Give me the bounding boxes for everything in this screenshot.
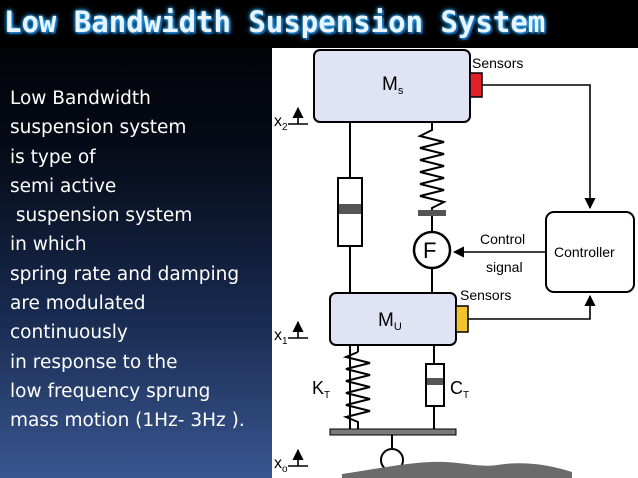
mid-sensor (455, 305, 469, 333)
actuator-label: F (423, 238, 436, 263)
control-label-1: Control (480, 231, 525, 247)
body-line: are modulated (10, 293, 146, 315)
base-plate (329, 428, 457, 436)
top-sensor (469, 72, 483, 98)
sensors-mid-label: Sensors (460, 287, 511, 303)
body-line: low frequency sprung (10, 380, 211, 402)
body-line: is type of (10, 146, 96, 168)
tire-spring (342, 351, 371, 432)
ct-label: CT (450, 378, 469, 401)
x0-label: xo (274, 455, 288, 475)
controller-label: Controller (554, 244, 615, 260)
unsprung-mass-label: MU (378, 310, 402, 333)
sensors-top-label: Sensors (472, 55, 523, 71)
x2-label: x2 (274, 113, 288, 133)
upper-spring (417, 122, 447, 212)
road-profile (342, 461, 572, 478)
body-line: spring rate and damping (10, 263, 240, 285)
body-line: continuously (10, 322, 128, 344)
x1-label: x1 (274, 327, 288, 347)
kt-label: KT (312, 378, 330, 401)
body-line: mass motion (1Hz- 3Hz ). (10, 410, 245, 432)
body-line: suspension system (10, 117, 187, 139)
body-line: suspension system (10, 205, 193, 227)
body-text: Low Bandwidth suspension system is type … (10, 84, 272, 436)
body-line: semi active (10, 175, 117, 197)
body-line: in response to the (10, 351, 178, 373)
body-line: Low Bandwidth (10, 88, 151, 109)
sprung-mass-label: Ms (382, 74, 404, 97)
slide-title: Low Bandwidth Suspension System (0, 0, 638, 48)
body-line: in which (10, 234, 87, 256)
suspension-diagram: Ms Sensors x2 F MU Sens (272, 48, 638, 478)
control-label-2: signal (486, 259, 523, 275)
